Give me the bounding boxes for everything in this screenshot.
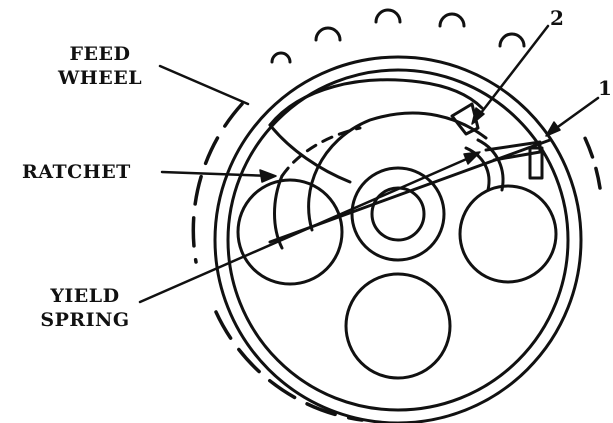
yield-spring-label: YIELD SPRING: [30, 284, 140, 332]
callout-2-label: 2: [550, 6, 565, 30]
callout-1-label: 1: [598, 76, 613, 100]
hub-outer: [350, 166, 446, 262]
feed-wheel-leader: [158, 64, 250, 106]
callout-1-arrowhead: [545, 121, 561, 137]
bottom-hole: [344, 272, 452, 380]
feed-wheel-label-line2: WHEEL: [57, 67, 143, 89]
yield-spring-label-line2: SPRING: [40, 309, 130, 331]
ratchet-label: RATCHET: [22, 161, 131, 183]
ratchet-arc: [268, 78, 484, 250]
right-hole: [458, 184, 558, 284]
sprocket-teeth: [270, 8, 526, 64]
outer-dashed-ring: [191, 102, 602, 422]
callout-2-leader: [472, 24, 550, 124]
yield-spring-arrowhead: [463, 151, 481, 165]
left-hole: [236, 178, 344, 286]
feed-wheel-label: FEED WHEEL: [40, 42, 160, 90]
yield-spring-leader: [138, 152, 480, 304]
ratchet-arrowhead: [259, 169, 277, 183]
feed-wheel-label-line1: FEED: [69, 43, 131, 65]
yield-spring-label-line1: YIELD: [50, 285, 120, 307]
ratchet-leader: [160, 170, 274, 178]
pawl-bracket: [450, 102, 544, 192]
arrowheads: [259, 107, 561, 183]
feed-wheel-outer-rim: [213, 55, 583, 423]
feed-wheel-inner-rim: [226, 68, 570, 412]
callout-2-arrowhead: [471, 107, 485, 125]
